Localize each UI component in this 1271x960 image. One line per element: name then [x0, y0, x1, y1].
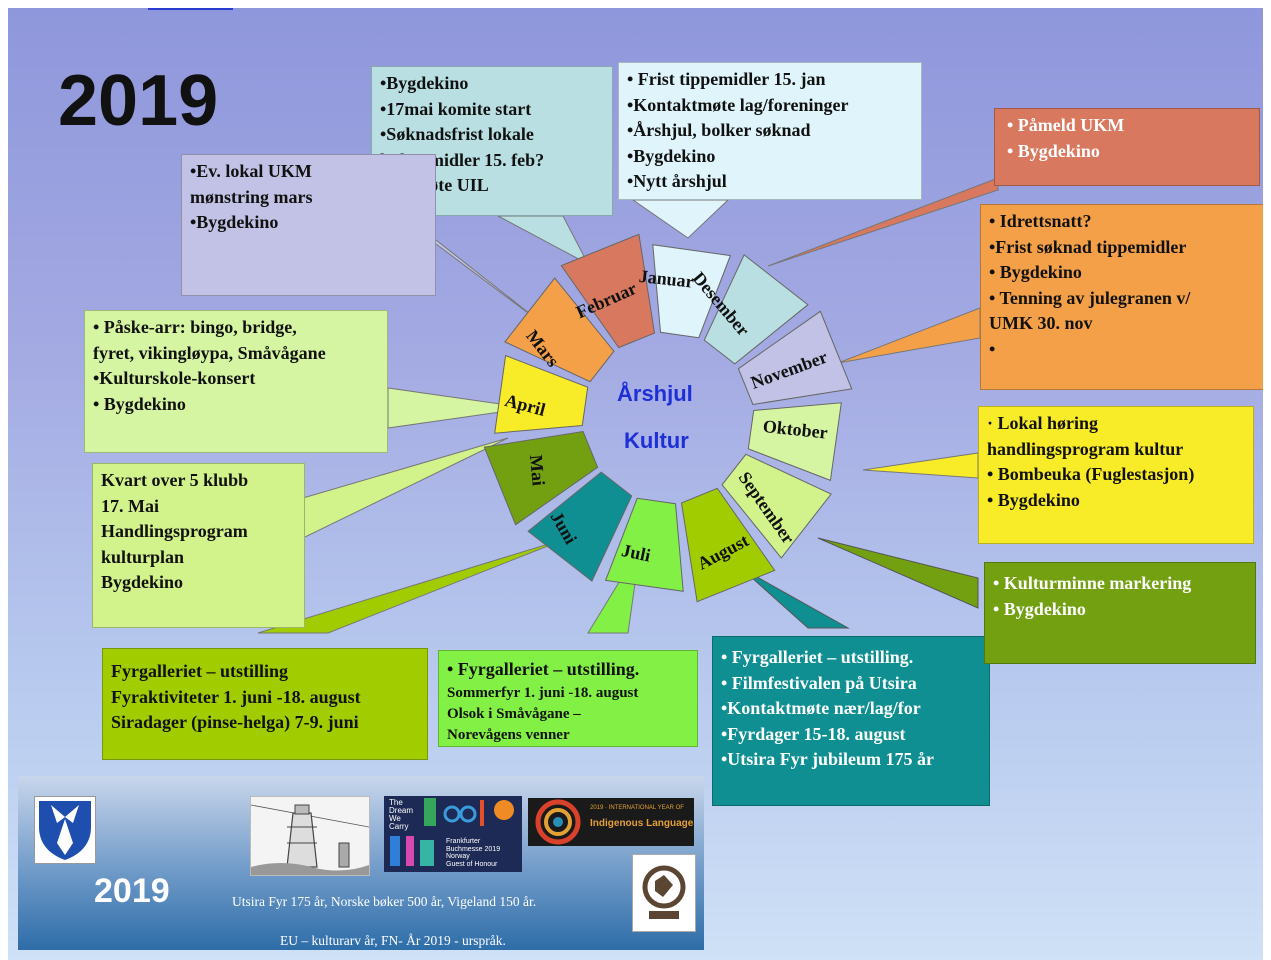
pointer-november — [837, 307, 981, 364]
slide: 2019 Årshjul Kultur Januar Februar Mars … — [8, 8, 1263, 960]
wheel-segment-juni — [680, 487, 776, 603]
wheel-segment-april — [747, 402, 842, 482]
callout-januar: • Frist tippemidler 15. jan •Kontaktmøte… — [618, 62, 922, 200]
pointer-mai — [302, 437, 509, 539]
wheel-segment-oktober — [494, 354, 589, 434]
callout-juli-title: • Fyrgalleriet – utstilling. — [447, 659, 640, 679]
frankfurt-book-fair-logo: The Dream We Carry Frankfurter Buchmesse… — [384, 796, 522, 872]
center-title-line2: Kultur — [624, 428, 689, 453]
callout-juni: Fyrgalleriet – utstilling Fyraktiviteter… — [102, 648, 428, 760]
bottom-eu-un-text: EU – kulturarv år, FN- År 2019 - urspråk… — [280, 933, 506, 948]
callout-august: • Fyrgalleriet – utstilling. • Filmfesti… — [712, 636, 990, 806]
callout-mars: •Ev. lokal UKM mønstring mars •Bygdekino — [181, 154, 436, 296]
center-title-line1: Årshjul — [617, 381, 693, 406]
callout-juli-details: Sommerfyr 1. juni -18. august Olsok i Sm… — [447, 684, 639, 743]
bottom-info-panel: The Dream We Carry Frankfurter Buchmesse… — [18, 776, 704, 950]
indigenous-year-text: 2019 · INTERNATIONAL YEAR OF — [590, 805, 684, 811]
pointer-august — [740, 567, 850, 629]
callout-juli: • Fyrgalleriet – utstilling. Sommerfyr 1.… — [438, 650, 698, 747]
indigenous-languages-text: Indigenous Languages — [590, 818, 694, 829]
frankfurt-text: Frankfurter Buchmesse 2019 Norway Guest … — [446, 838, 501, 868]
pointer-oktober — [862, 452, 979, 479]
callout-november: • Idrettsnatt? •Frist søknad tippemidler… — [980, 204, 1263, 390]
utsira-coat-of-arms — [34, 796, 96, 864]
callout-september: • Kulturminne markering • Bygdekino — [984, 562, 1256, 664]
callout-oktober: · Lokal høring handlingsprogram kultur •… — [978, 406, 1254, 544]
wheel-segment-mai — [721, 453, 832, 559]
wheel-diagram — [257, 177, 999, 634]
indigenous-languages-logo: 2019 · INTERNATIONAL YEAR OF Indigenous … — [528, 798, 694, 846]
wheel-segment-desember — [560, 233, 656, 349]
dream-we-carry-text: The Dream We Carry — [389, 798, 414, 831]
lighthouse-drawing-image — [250, 796, 370, 876]
pointer-juni — [257, 537, 569, 634]
year-title: 2019 — [58, 61, 219, 141]
wheel-segments — [483, 233, 853, 603]
pointer-januar — [631, 199, 730, 239]
wheel-segment-februar — [703, 254, 809, 365]
callout-april: • Påske-arr: bingo, bridge, fyret, vikin… — [84, 310, 388, 453]
wheel-segment-januar — [652, 244, 732, 339]
bottom-anniversaries-text: Utsira Fyr 175 år, Norske bøker 500 år, … — [232, 894, 537, 909]
wheel-segment-november — [504, 277, 615, 383]
wheel-segment-juli — [604, 497, 684, 592]
vigeland-sculpture-image — [632, 854, 696, 932]
callout-pointers — [257, 177, 999, 634]
callout-desember: • Påmeld UKM • Bygdekino — [994, 108, 1260, 186]
link-underline — [148, 8, 233, 10]
wheel-segment-august — [527, 471, 633, 582]
callout-mai: Kvart over 5 klubb 17. Mai Handlingsprog… — [92, 463, 305, 628]
wheel-segment-mars — [737, 310, 853, 406]
pointer-april — [387, 387, 529, 429]
wheel-segment-september — [483, 430, 599, 526]
bottom-year: 2019 — [94, 872, 170, 910]
pointer-februar — [497, 215, 590, 266]
pointer-september — [817, 537, 979, 609]
month-label-mai: Mai — [526, 454, 549, 487]
